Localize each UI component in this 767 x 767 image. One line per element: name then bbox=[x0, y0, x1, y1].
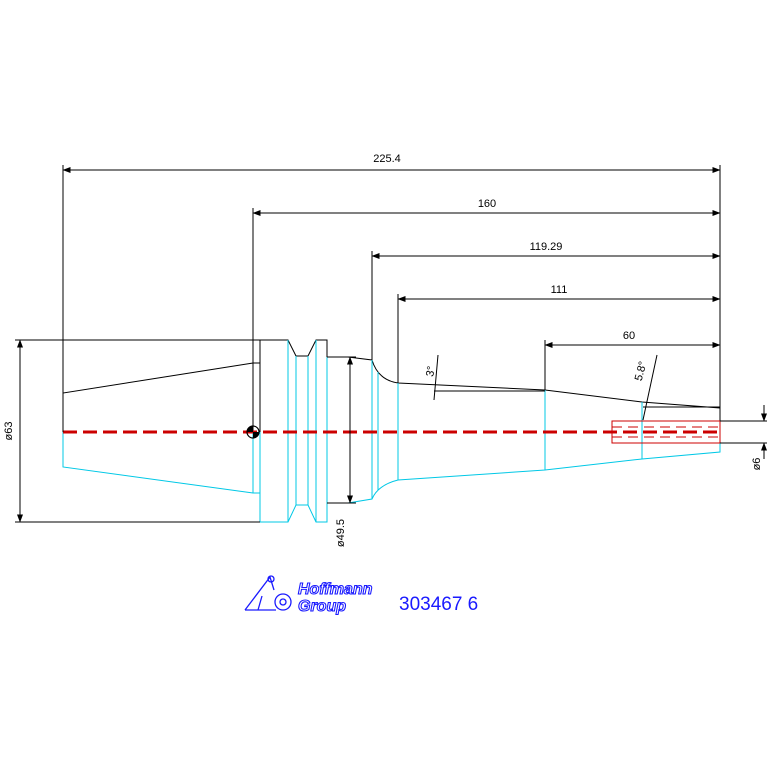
part-number: 303467 6 bbox=[399, 594, 478, 615]
reference-point-symbol bbox=[246, 425, 260, 439]
dim-length-60: 60 bbox=[623, 330, 635, 342]
dim-diameter-6: ø6 bbox=[751, 458, 763, 471]
tool-outline-top bbox=[62, 339, 721, 432]
angle-dimensions bbox=[433, 354, 720, 421]
dim-angle-3: 3° bbox=[424, 365, 438, 377]
dim-length-160: 160 bbox=[478, 198, 496, 210]
logo-mark-icon bbox=[244, 575, 292, 611]
dim-overall-length: 225.4 bbox=[373, 153, 401, 165]
logo-text-hoffmann: Hoffmann bbox=[298, 581, 373, 598]
length-dimensions bbox=[62, 165, 721, 432]
logo-text-group: Group bbox=[298, 598, 346, 615]
dim-diameter-63: ø63 bbox=[3, 422, 15, 441]
dim-diameter-49-5: ø49.5 bbox=[335, 519, 347, 547]
dim-angle-5-8: 5.8° bbox=[633, 360, 650, 382]
hoffmann-group-logo: Hoffmann Group bbox=[244, 575, 373, 616]
dim-length-111: 111 bbox=[551, 284, 568, 296]
diameter-dimensions bbox=[15, 339, 767, 523]
dim-length-119: 119.29 bbox=[530, 241, 563, 253]
